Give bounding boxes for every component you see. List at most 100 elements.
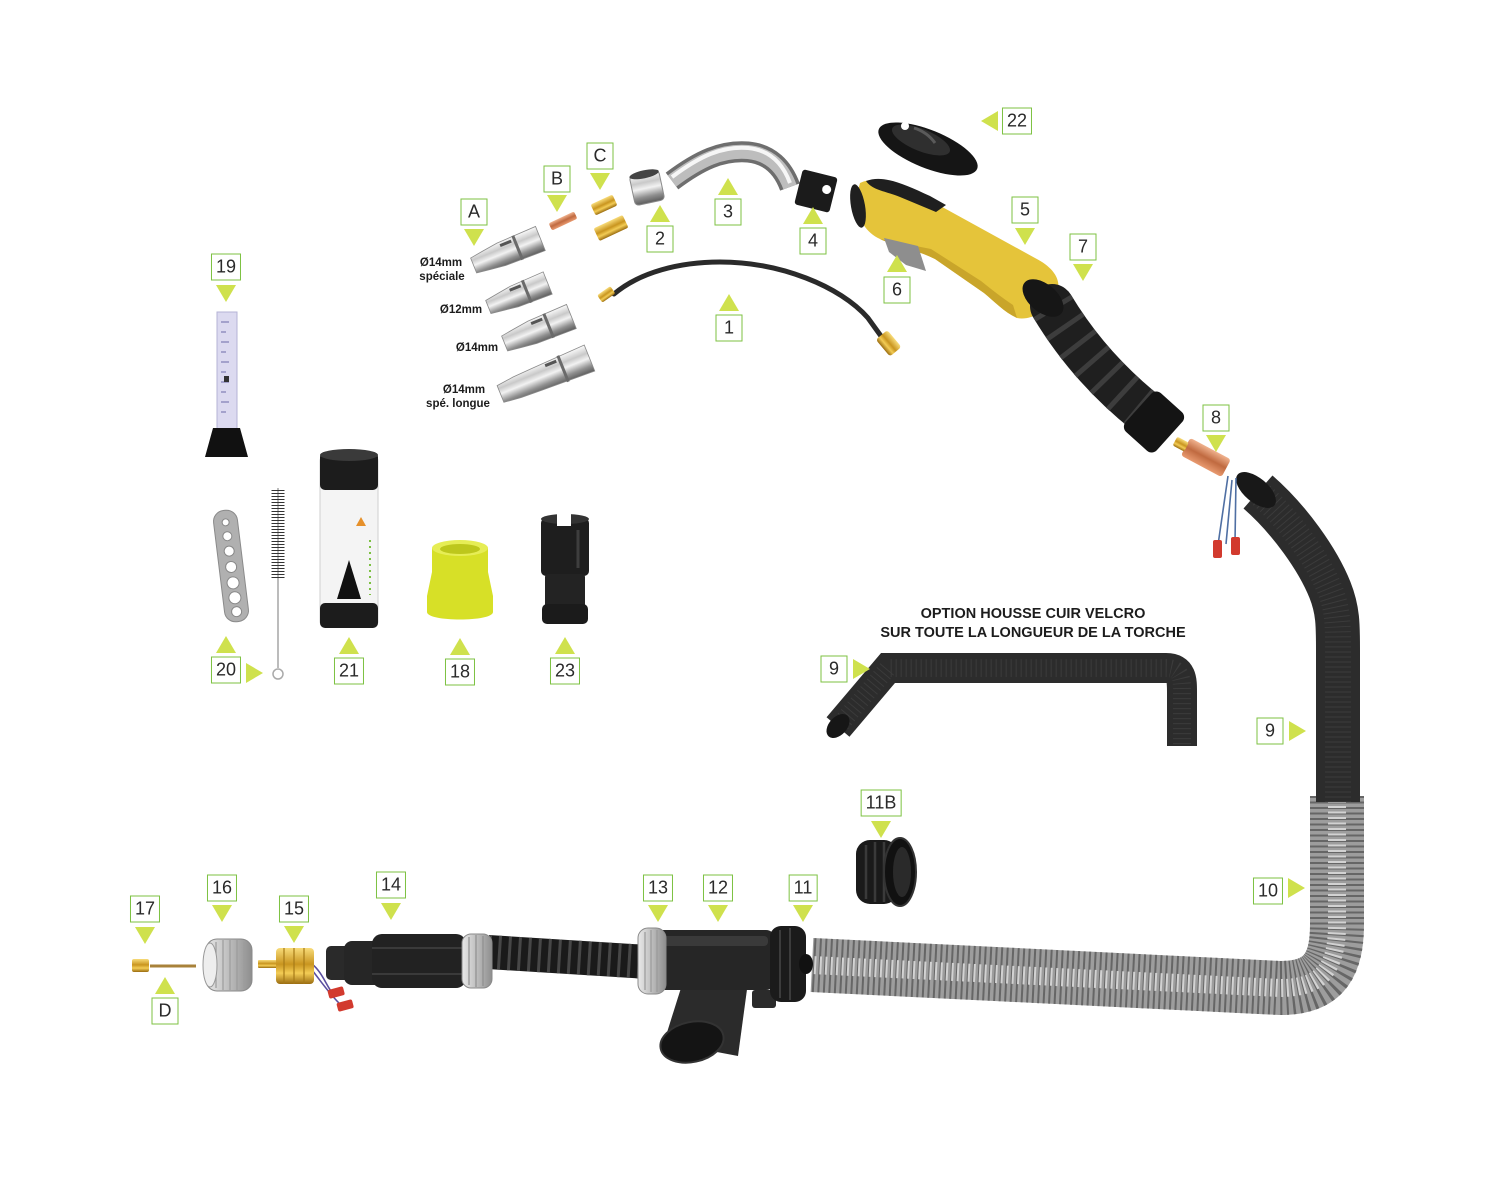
arrow-20 (216, 636, 236, 653)
callout-d: D (151, 997, 179, 1025)
callout-14: 14 (375, 871, 407, 899)
callout-23: 23 (549, 657, 581, 685)
callout-arrows (135, 111, 1306, 994)
arrow-3 (718, 178, 738, 195)
arrow-9 (1289, 721, 1306, 741)
part-7-grip (1022, 279, 1185, 453)
arrow-10 (1288, 878, 1305, 898)
arrow-18 (450, 638, 470, 655)
nozzle-14mm-speciale-longue (496, 344, 596, 403)
part-b-contact-tip (549, 212, 577, 230)
nozzle-label-variant: spé. longue (426, 398, 490, 410)
arrow-13 (648, 905, 668, 922)
nozzle-14mm (501, 303, 577, 352)
arrow-16 (212, 905, 232, 922)
arrow-14 (381, 903, 401, 920)
part-19-gauge (205, 311, 248, 457)
callout-7: 7 (1069, 233, 1097, 261)
callout-17: 17 (129, 895, 161, 923)
part-17-brass-insert (132, 959, 149, 972)
part-6-trigger (884, 238, 926, 271)
callout-a: A (460, 198, 488, 226)
part-2-sleeve (629, 169, 665, 206)
callout-10: 10 (1252, 877, 1284, 905)
nozzle-label-size: Ø14mm (443, 384, 485, 396)
callout-11b: 11B (860, 789, 902, 817)
part-1-liner (597, 259, 901, 356)
arrow-22 (981, 111, 998, 131)
callout-13: 13 (642, 874, 674, 902)
part-3-gooseneck (665, 141, 800, 192)
arrow-20-brush (246, 663, 263, 683)
callout-16: 16 (206, 874, 238, 902)
option-note-line1: OPTION HOUSSE CUIR VELCRO (921, 606, 1146, 622)
arrow-7 (1073, 264, 1093, 281)
part-21-tube (319, 449, 379, 628)
callout-4: 4 (799, 227, 827, 255)
nozzle-label-size: Ø14mm (456, 342, 498, 354)
option-note-line2: SUR TOUTE LA LONGUEUR DE LA TORCHE (880, 625, 1186, 641)
callout-20: 20 (210, 656, 242, 684)
nozzle-label-size: Ø12mm (440, 304, 482, 316)
arrow-11 (793, 905, 813, 922)
callout-b: B (543, 165, 571, 193)
callout-9-option: 9 (820, 655, 848, 683)
part-11-ring (770, 926, 813, 1002)
arrow-c (590, 173, 610, 190)
arrow-12 (708, 905, 728, 922)
callout-9: 9 (1256, 717, 1284, 745)
part-11b-seal-ring (856, 837, 917, 907)
callout-3: 3 (714, 198, 742, 226)
part-12-body (650, 930, 776, 1064)
part-8-rear-connector (1173, 437, 1240, 558)
cleaning-brush (271, 488, 285, 680)
nozzle-12mm (485, 271, 553, 314)
part-14-central-connector (326, 933, 493, 989)
part-c-tip-holder (591, 195, 628, 241)
part-23-socket (541, 514, 589, 624)
callout-6: 6 (883, 276, 911, 304)
arrow-15 (284, 926, 304, 943)
arrow-a (464, 229, 484, 246)
part-22-holder (878, 122, 978, 176)
callout-21: 21 (333, 657, 365, 685)
callout-c: C (586, 142, 614, 170)
arrow-5 (1015, 228, 1035, 245)
arrow-d (155, 977, 175, 994)
arrow-19 (216, 285, 236, 302)
callout-8: 8 (1202, 404, 1230, 432)
callout-18: 18 (444, 658, 476, 686)
arrow-23 (555, 637, 575, 654)
callout-12: 12 (702, 874, 734, 902)
nozzle-14mm-speciale (470, 225, 546, 274)
arrow-2 (650, 205, 670, 222)
arrow-1 (719, 294, 739, 311)
callout-22: 22 (1001, 107, 1033, 135)
callout-5: 5 (1011, 196, 1039, 224)
part-16-knurled-nut (202, 938, 253, 992)
callout-19: 19 (210, 253, 242, 281)
nozzle-label-size: Ø14mm (420, 257, 462, 269)
part-18-cone (427, 540, 493, 620)
part-20-wrench-plate (213, 509, 249, 623)
callout-11: 11 (788, 874, 818, 902)
arrow-9-option (853, 659, 870, 679)
part-13-ring (637, 927, 667, 995)
callout-1: 1 (715, 314, 743, 342)
arrow-b (547, 195, 567, 212)
arrow-6 (887, 255, 907, 272)
arrow-17 (135, 927, 155, 944)
part-10-corrugated-hose (810, 796, 1364, 1016)
callout-2: 2 (646, 225, 674, 253)
part-15-brass-connector (258, 948, 354, 1012)
part-4-nut (794, 169, 838, 213)
arrow-8 (1206, 435, 1226, 452)
part-9-option-leather-cover (826, 653, 1197, 746)
callout-15: 15 (278, 895, 310, 923)
part-9-leather-cover (1236, 472, 1360, 802)
arrow-11b (871, 821, 891, 838)
part-5-handle (850, 178, 1059, 319)
arrow-21 (339, 637, 359, 654)
